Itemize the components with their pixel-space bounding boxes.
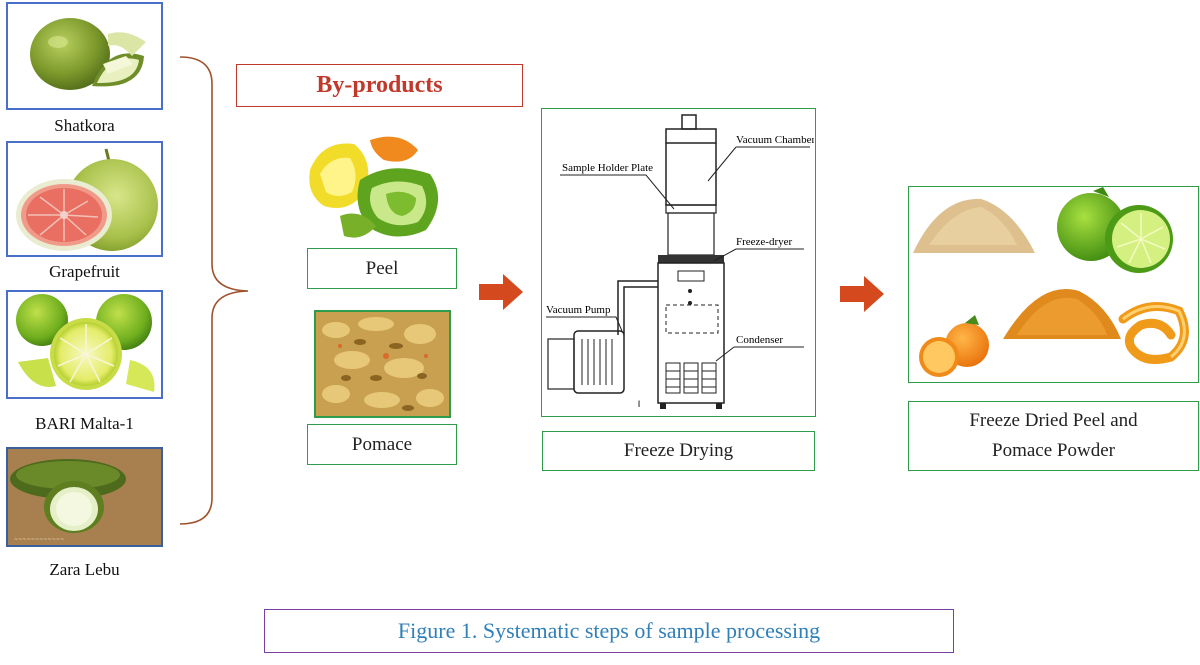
fruit-label-grapefruit: Grapefruit (49, 262, 120, 281)
peel-label-box: Peel (307, 248, 457, 289)
output-label-box: Freeze Dried Peel and Pomace Powder (908, 401, 1199, 471)
figure-caption: Figure 1. Systematic steps of sample pro… (397, 618, 821, 643)
bari-malta-image (6, 290, 163, 399)
pomace-label-box: Pomace (307, 424, 457, 465)
fruit-label-zara-lebu: Zara Lebu (49, 560, 120, 579)
freeze-drying-label: Freeze Drying (623, 440, 734, 461)
condenser-label: Condenser (736, 334, 783, 346)
svg-text:~~~~~~~~~~~~: ~~~~~~~~~~~~ (14, 537, 64, 543)
byproducts-title: By-products (316, 72, 443, 98)
sample-holder-label: Sample Holder Plate (562, 162, 653, 174)
powder-image-box (908, 186, 1199, 383)
byproducts-box: By-products (236, 64, 523, 107)
vacuum-pump-label: Vacuum Pump (546, 304, 611, 316)
output-label-line2: Pomace Powder (992, 440, 1115, 461)
peel-image (300, 130, 452, 246)
fruit-label-bari-malta: BARI Malta-1 (35, 414, 134, 433)
shatkora-image (6, 2, 163, 110)
vacuum-chamber-label: Vacuum Chamber (736, 134, 814, 146)
pomace-image (314, 310, 451, 418)
svg-text:‖: ‖ (638, 399, 641, 409)
freeze-drying-label-box: Freeze Drying (542, 431, 815, 471)
grouping-brace (179, 56, 249, 525)
output-label-line1: Freeze Dried Peel and (969, 410, 1138, 431)
freeze-dryer-label: Freeze-dryer (736, 236, 793, 248)
arrow-right-1 (479, 274, 523, 310)
fruit-label-shatkora: Shatkora (54, 116, 115, 135)
figure-caption-box: Figure 1. Systematic steps of sample pro… (264, 609, 954, 653)
freeze-dryer-diagram-box: ‖ Vacuum Chamber Sample Holder Plate Fre… (541, 108, 816, 417)
arrow-right-2 (840, 276, 884, 312)
pomace-label: Pomace (351, 433, 413, 455)
zara-lebu-image: ~~~~~~~~~~~~ (6, 447, 163, 547)
grapefruit-image (6, 141, 163, 257)
peel-label: Peel (365, 257, 399, 279)
